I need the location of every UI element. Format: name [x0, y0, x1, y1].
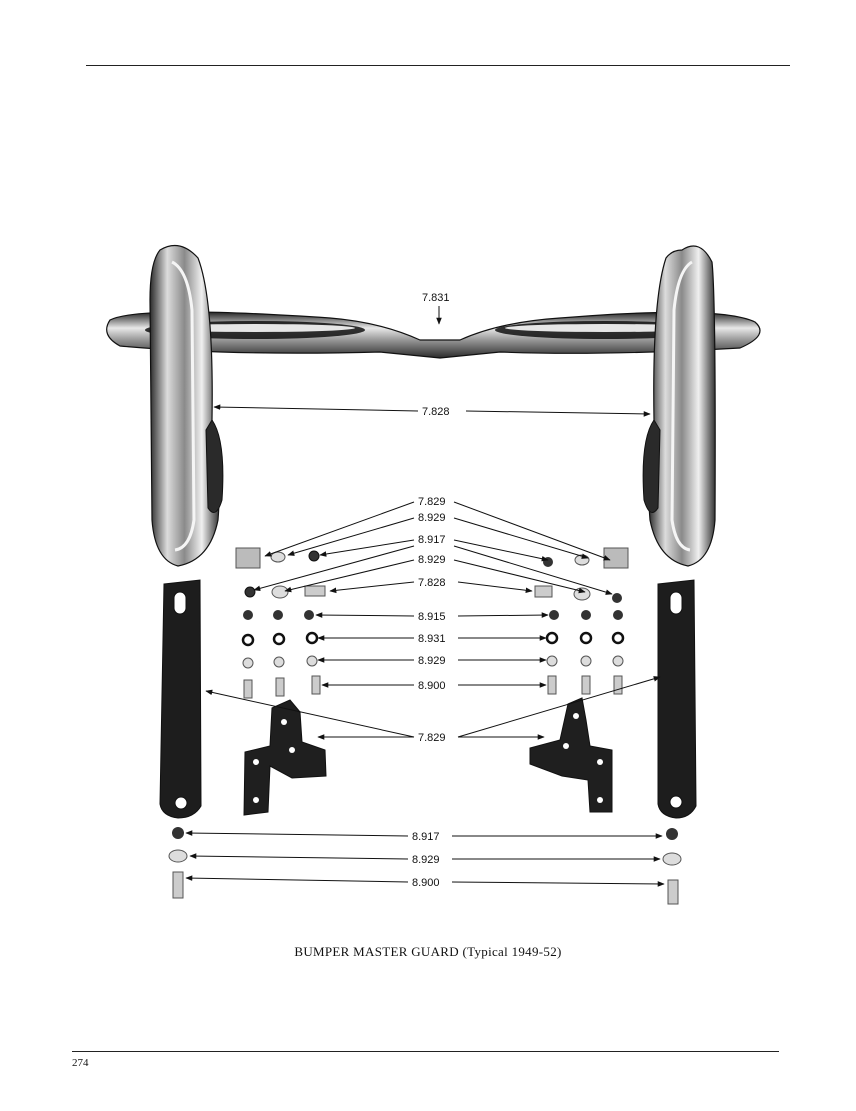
callout-7828-bolt: 7.828 — [418, 577, 446, 589]
callout-8900-a: 8.900 — [418, 680, 446, 692]
callout-8917-a: 8.917 — [418, 534, 446, 546]
callout-7829-clip: 7.829 — [418, 496, 446, 508]
callout-7831: 7.831 — [422, 292, 450, 304]
left-support-bar — [159, 579, 202, 819]
left-mounting-bracket — [243, 699, 327, 816]
callout-8931: 8.931 — [418, 633, 446, 645]
callout-8929-a: 8.929 — [418, 512, 446, 524]
left-guard — [149, 244, 224, 567]
right-guard — [642, 245, 716, 567]
callout-8917-lower: 8.917 — [412, 831, 440, 843]
callout-8929-c: 8.929 — [418, 655, 446, 667]
right-mounting-bracket — [529, 697, 613, 813]
callout-8929-b: 8.929 — [418, 554, 446, 566]
callout-8929-lower: 8.929 — [412, 854, 440, 866]
figure-caption: BUMPER MASTER GUARD (Typical 1949-52) — [294, 944, 562, 959]
right-hardware — [534, 547, 629, 695]
callout-8915: 8.915 — [418, 611, 446, 623]
right-support-bar — [657, 579, 697, 819]
leader-lines — [185, 306, 665, 887]
left-hardware — [235, 547, 326, 699]
callout-7829-bracket: 7.829 — [418, 732, 446, 744]
lower-hardware — [168, 827, 682, 905]
bottom-rule — [72, 1051, 779, 1052]
callout-8900-lower: 8.900 — [412, 877, 440, 889]
top-rule — [86, 65, 790, 66]
page-number: 274 — [72, 1057, 89, 1069]
callout-7828-guard: 7.828 — [422, 406, 450, 418]
